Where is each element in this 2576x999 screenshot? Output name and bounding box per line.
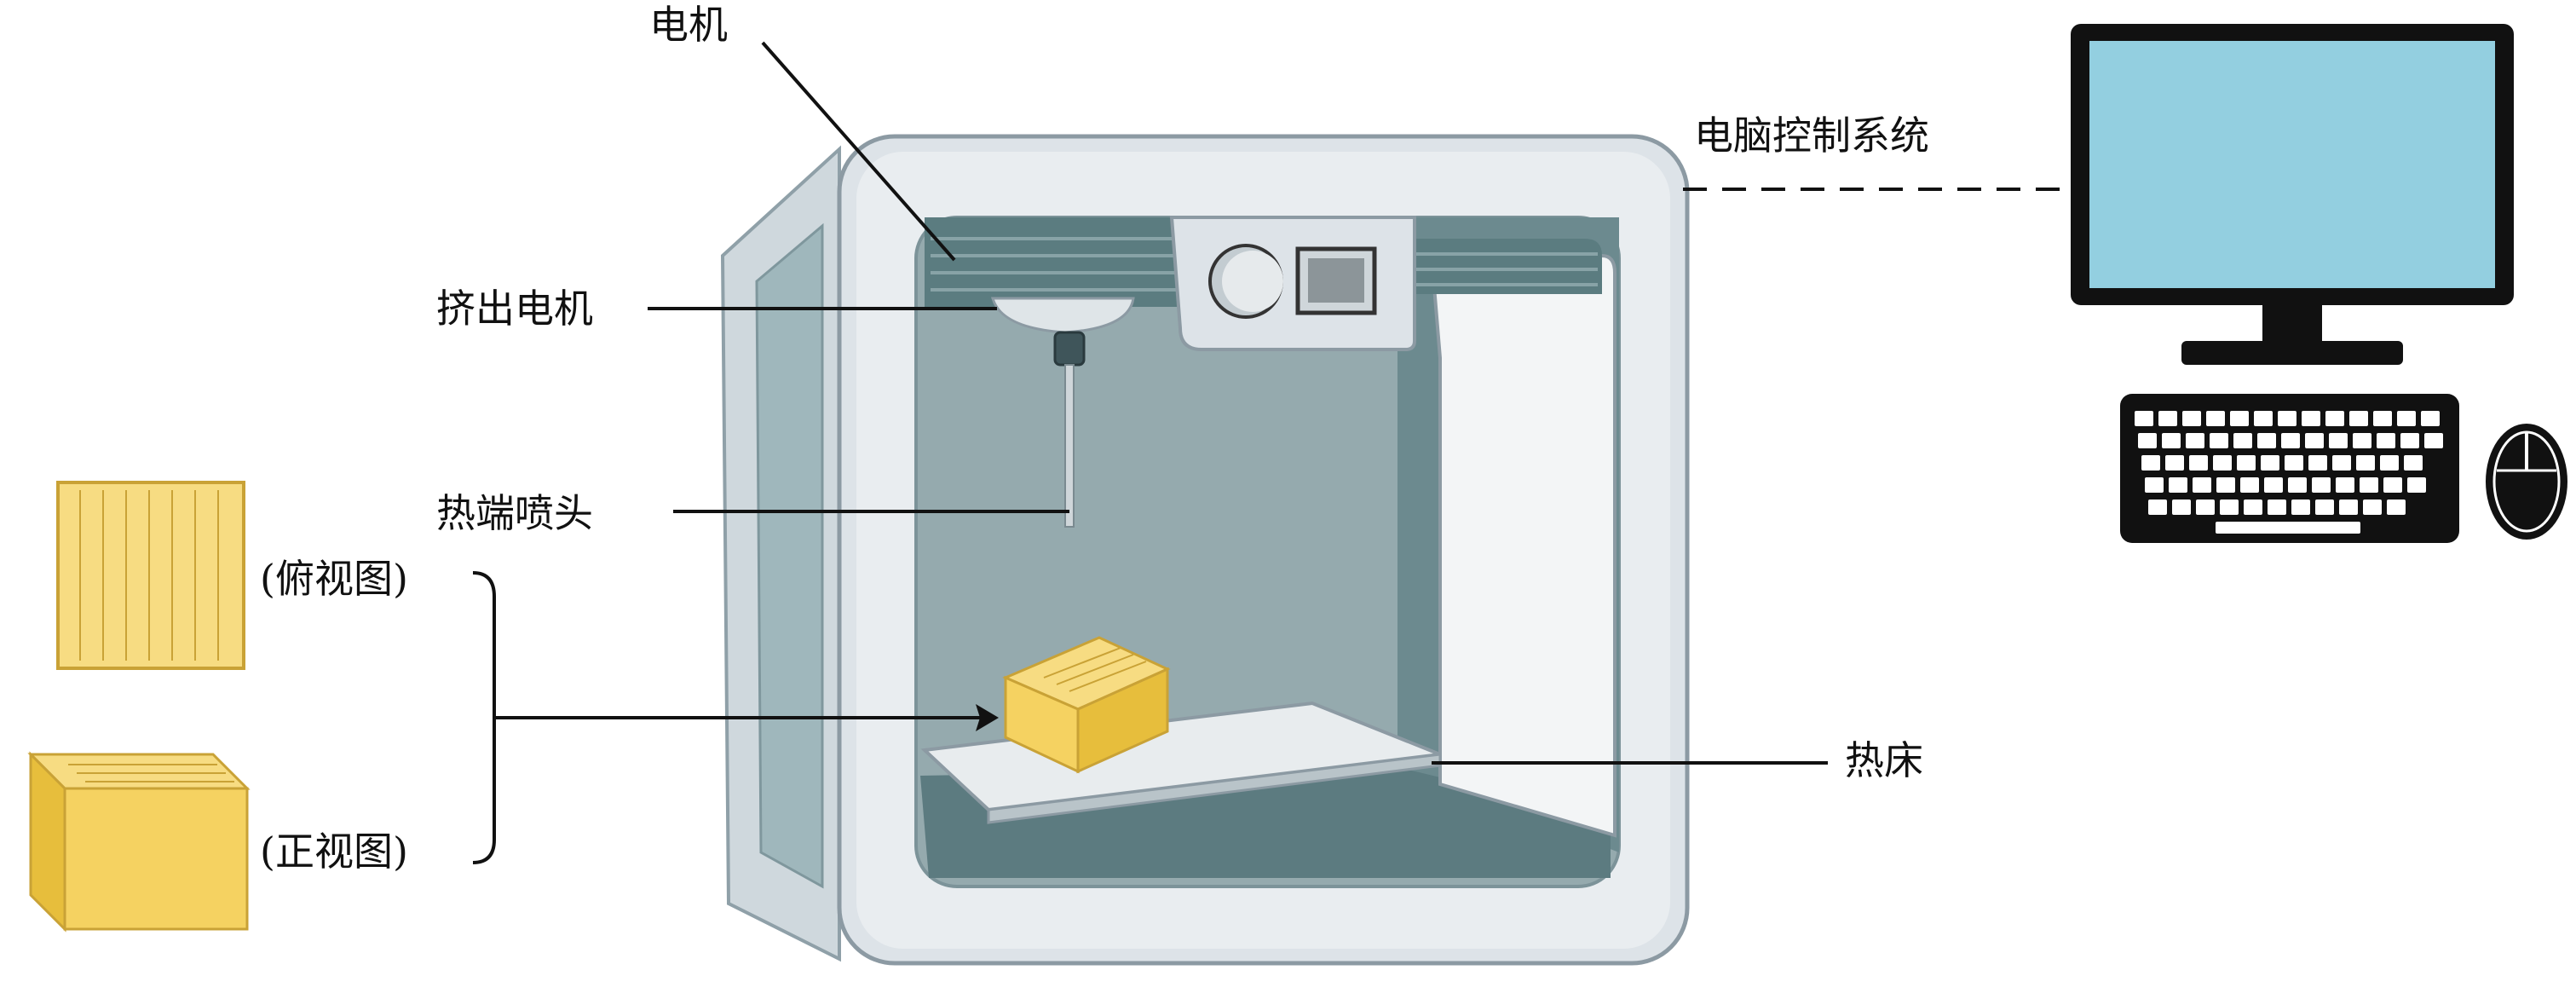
keyboard-key — [2257, 433, 2276, 448]
keyboard-key — [2158, 411, 2177, 426]
keyboard-key — [2165, 455, 2184, 471]
keyboard-key — [2285, 455, 2303, 471]
keyboard-key — [2312, 477, 2331, 493]
keyboard-key — [2230, 411, 2249, 426]
leader-lines — [472, 41, 2071, 864]
keyboard-key — [2305, 433, 2324, 448]
keyboard-key — [2189, 455, 2208, 471]
keyboard-key — [2302, 411, 2320, 426]
keyboard-key — [2400, 433, 2419, 448]
keyboard-key — [2240, 477, 2259, 493]
label-motor: 电机 — [649, 2, 728, 48]
label-top-view: (俯视图) — [260, 556, 408, 602]
front-view-block-icon — [27, 751, 251, 933]
keyboard-key — [2186, 433, 2204, 448]
label-extruder-motor: 挤出电机 — [436, 286, 593, 332]
keyboard-key — [2383, 477, 2402, 493]
arrowhead — [976, 704, 999, 731]
keyboard-key — [2404, 455, 2423, 471]
keyboard-key — [2196, 500, 2215, 515]
keyboard-key — [2363, 500, 2382, 515]
keyboard-spacebar — [2216, 522, 2360, 534]
keyboard-key — [2138, 433, 2157, 448]
keyboard-key — [2216, 477, 2235, 493]
keyboard-key — [2308, 455, 2327, 471]
keyboard-key — [2278, 411, 2297, 426]
keyboard-key — [2182, 411, 2201, 426]
keyboard-key — [2424, 433, 2443, 448]
keyboard-key — [2193, 477, 2211, 493]
keyboard-key — [2148, 500, 2167, 515]
top-view-block-icon — [56, 481, 245, 670]
keyboard-key — [2281, 433, 2300, 448]
keyboard-key — [2206, 411, 2225, 426]
keyboard-key — [2220, 500, 2239, 515]
keyboard-key — [2264, 477, 2283, 493]
motor-leader — [761, 41, 956, 262]
keyboard-key — [2315, 500, 2334, 515]
keyboard-key — [2141, 455, 2160, 471]
keyboard-key — [2237, 455, 2256, 471]
keyboard-key — [2213, 455, 2232, 471]
keyboard-key — [2254, 411, 2273, 426]
views-bracket — [472, 571, 496, 864]
keyboard-key — [2421, 411, 2440, 426]
keyboard-key — [2325, 411, 2344, 426]
keyboard-key — [2268, 500, 2286, 515]
keyboard-key — [2244, 500, 2262, 515]
keyboard-key — [2172, 500, 2191, 515]
keyboard-key — [2353, 433, 2371, 448]
keyboard-key — [2169, 477, 2187, 493]
keyboard-key — [2162, 433, 2181, 448]
keyboard-key — [2332, 455, 2351, 471]
keyboard-key — [2210, 433, 2228, 448]
keyboard-key — [2380, 455, 2399, 471]
keyboard-key — [2339, 500, 2358, 515]
printed-block-on-bed — [1002, 636, 1171, 774]
mouse-icon — [2486, 424, 2567, 540]
computer-monitor-icon — [2071, 24, 2514, 365]
keyboard-key — [2387, 500, 2406, 515]
keyboard-key — [2291, 500, 2310, 515]
keyboard-key — [2145, 477, 2164, 493]
keyboard-key — [2377, 433, 2395, 448]
keyboard-key — [2135, 411, 2153, 426]
keyboard-key — [2407, 477, 2426, 493]
label-front-view: (正视图) — [260, 829, 408, 875]
keyboard-key — [2373, 411, 2392, 426]
label-computer-control: 电脑控制系统 — [1694, 113, 1929, 159]
keyboard-key — [2288, 477, 2307, 493]
keyboard-key — [2233, 433, 2252, 448]
keyboard-key — [2360, 477, 2378, 493]
keyboard-key — [2329, 433, 2348, 448]
keyboard-key — [2356, 455, 2375, 471]
labels: 电机 挤出电机 热端喷头 热床 电脑控制系统 (俯视图) (正视图) — [260, 2, 1929, 875]
keyboard-key — [2349, 411, 2368, 426]
label-hotend-nozzle: 热端喷头 — [436, 490, 593, 536]
3d-printer-icon — [720, 134, 1690, 966]
keyboard-key — [2336, 477, 2354, 493]
label-heated-bed: 热床 — [1845, 737, 1923, 783]
keyboard-icon — [2120, 394, 2459, 543]
keyboard-key — [2397, 411, 2416, 426]
keyboard-key — [2261, 455, 2279, 471]
